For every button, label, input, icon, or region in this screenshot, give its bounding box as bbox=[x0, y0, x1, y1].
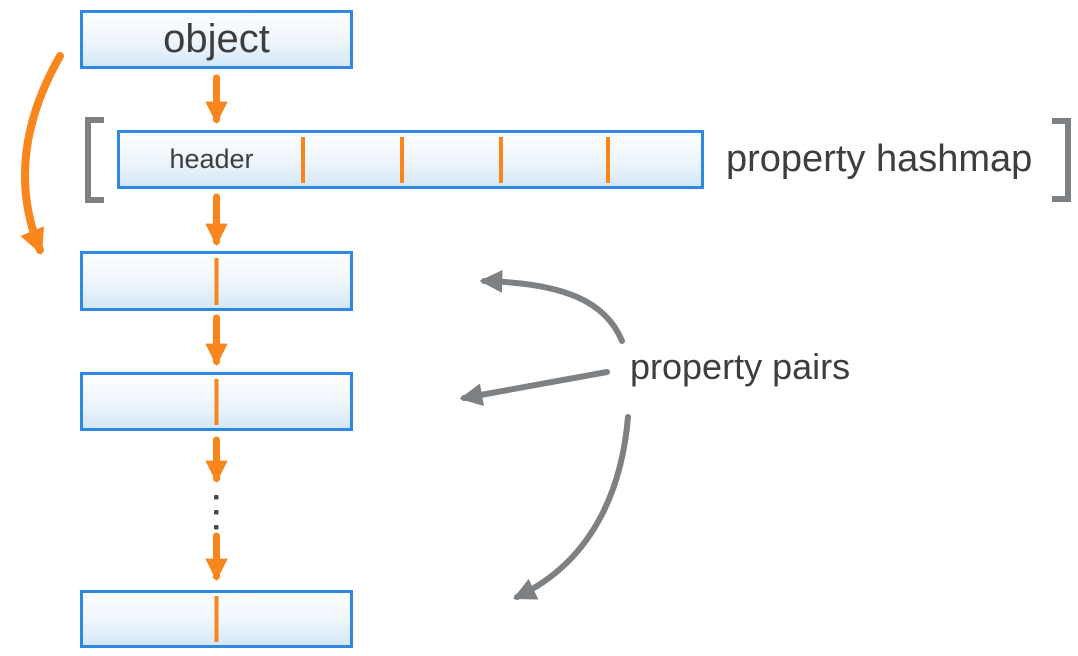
pairs-arrow-middle bbox=[459, 369, 610, 406]
pairs-arrow-bottom bbox=[512, 414, 631, 600]
property-pair-box-3 bbox=[80, 590, 353, 648]
property-pair-box-1 bbox=[80, 251, 353, 311]
ellipsis-dot-2 bbox=[214, 510, 219, 515]
property-pairs-label: property pairs bbox=[630, 346, 851, 387]
right-bracket bbox=[1052, 118, 1071, 202]
ellipsis-dot-3 bbox=[214, 525, 219, 530]
curved-arrow-object-to-pairs bbox=[20, 52, 64, 255]
header-cell-label: header bbox=[169, 144, 254, 174]
property-hashmap-label: property hashmap bbox=[726, 137, 1033, 180]
ellipsis-dots bbox=[214, 495, 219, 530]
pairs-arrow-top bbox=[479, 270, 625, 344]
object-box-label: object bbox=[163, 17, 270, 61]
left-bracket bbox=[85, 117, 104, 203]
property-pair-box-2 bbox=[80, 372, 353, 431]
hashmap-header-box: header bbox=[117, 130, 704, 189]
ellipsis-dot-1 bbox=[214, 495, 219, 500]
object-box: object bbox=[80, 10, 353, 69]
